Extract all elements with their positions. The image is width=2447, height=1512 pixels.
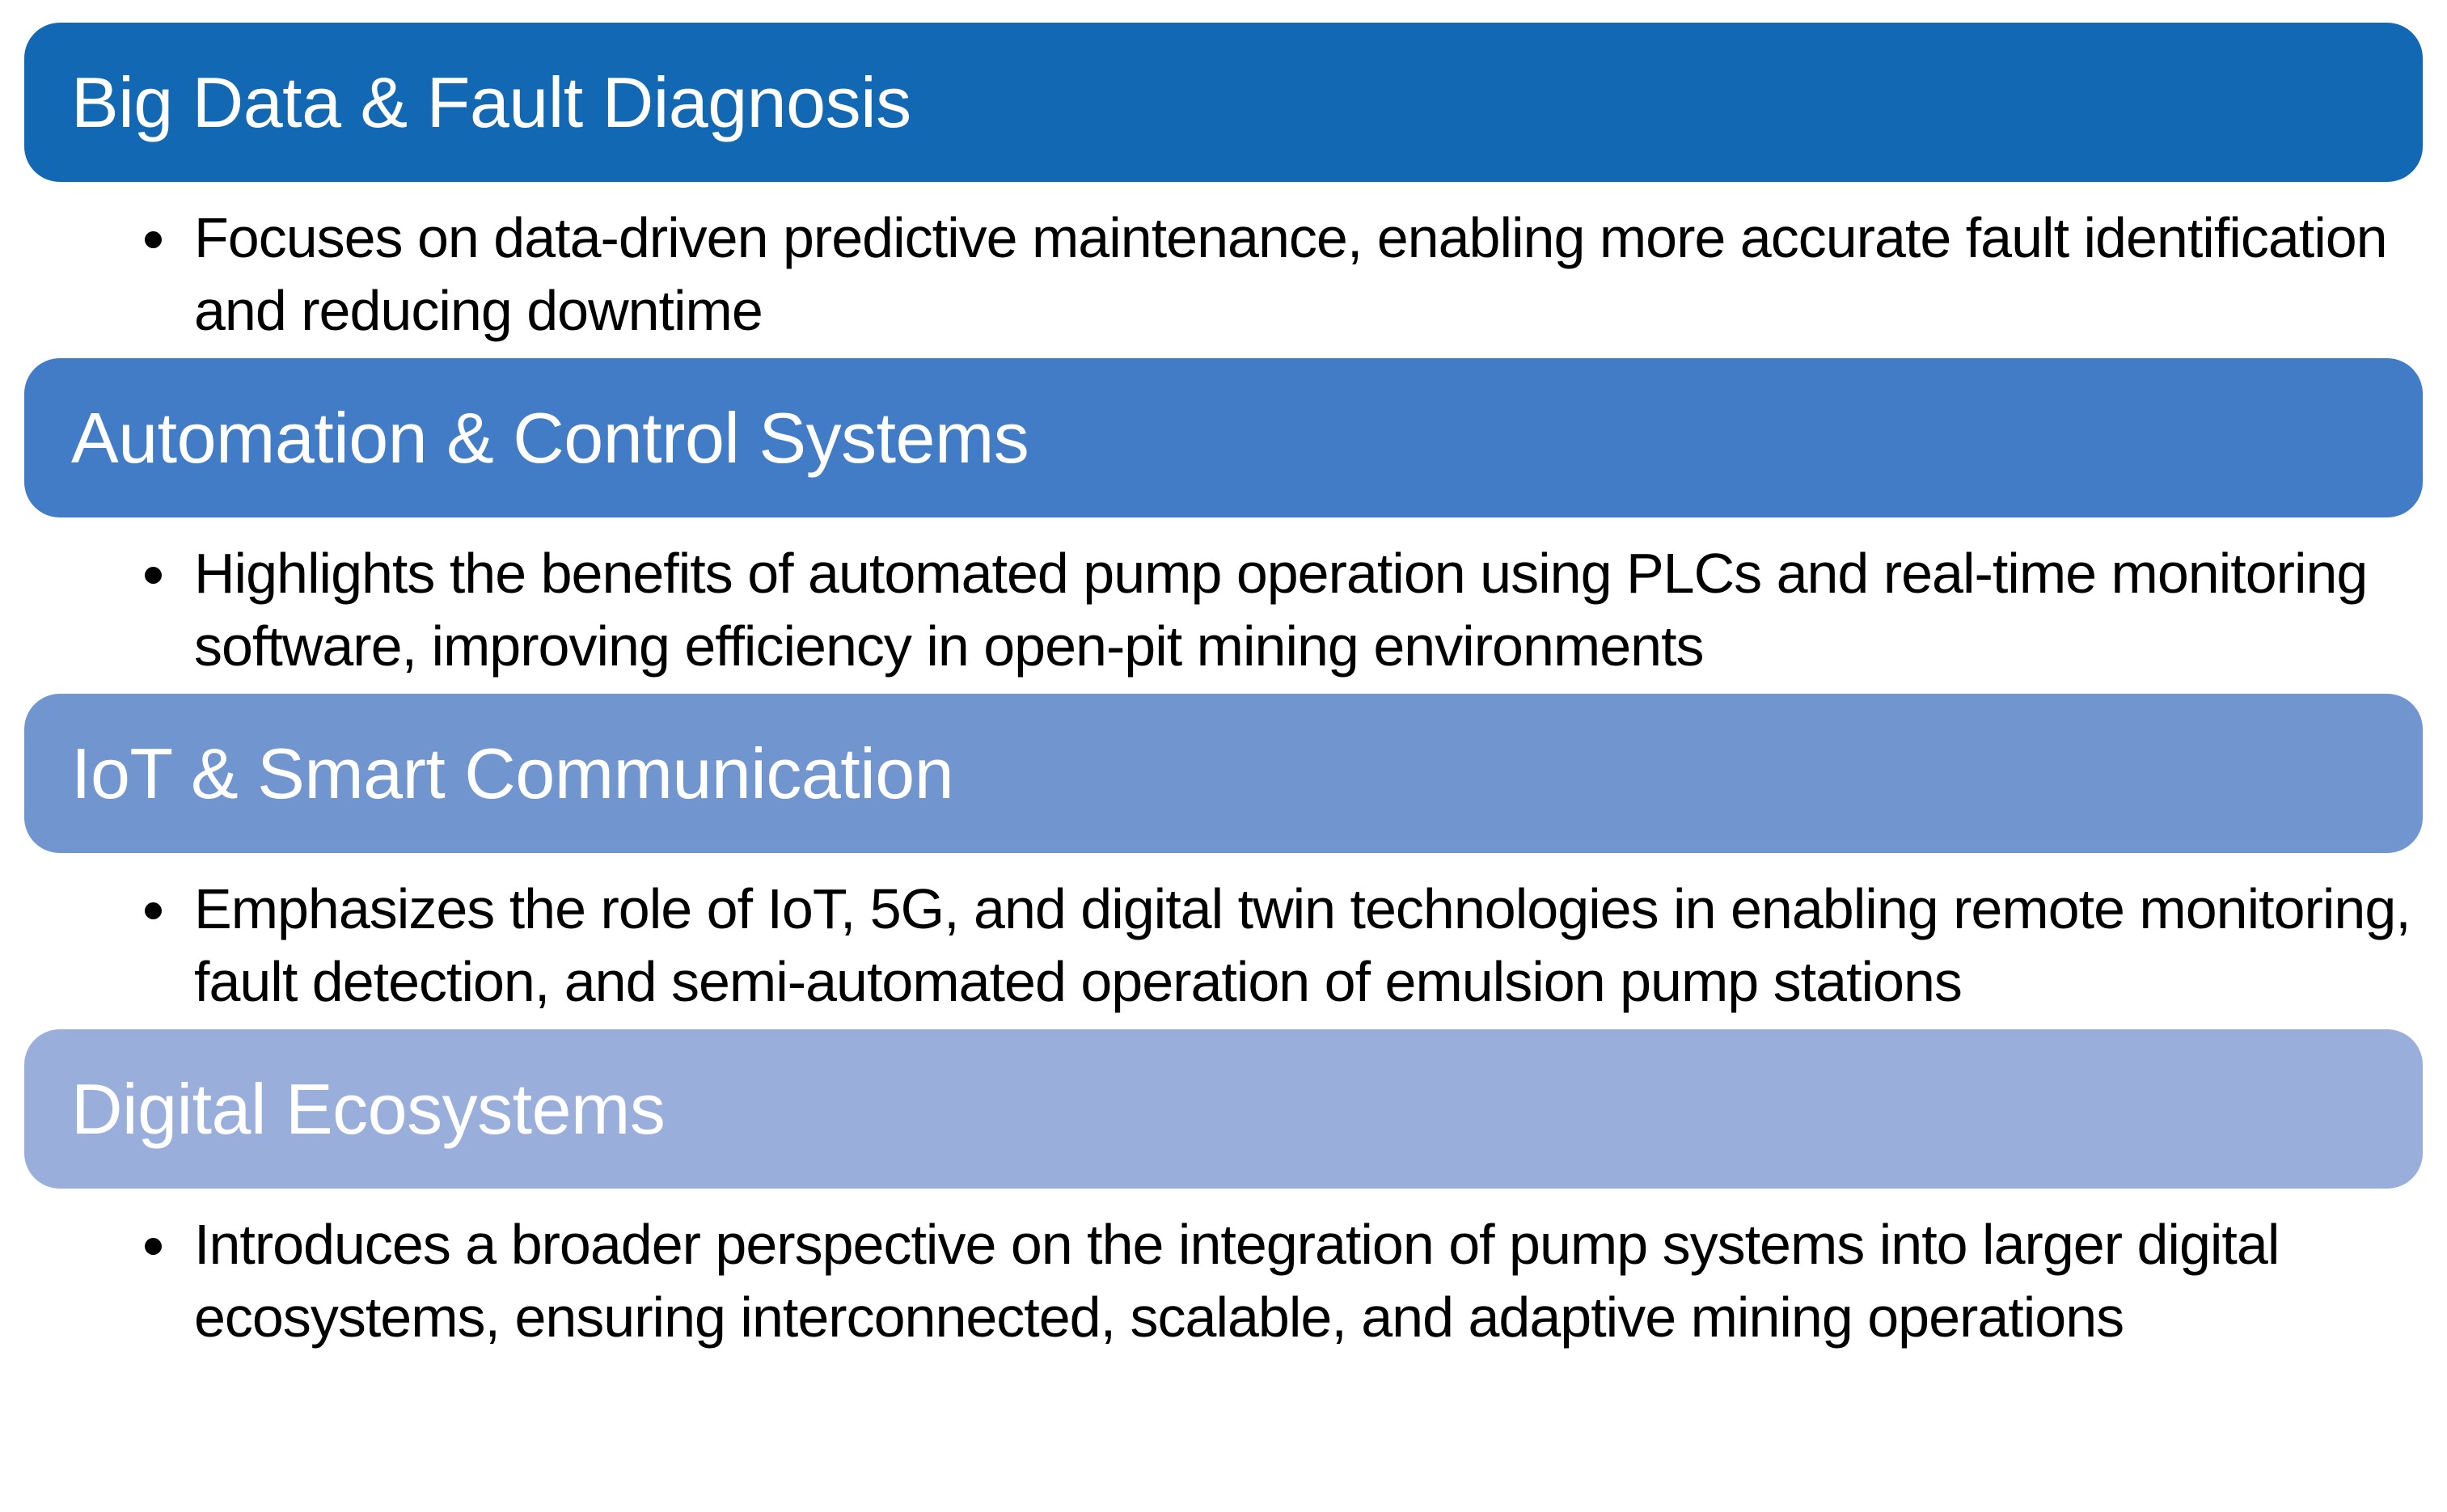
section-header-banner-automation: Automation & Control Systems	[24, 358, 2423, 517]
section-title-big-data: Big Data & Fault Diagnosis	[71, 61, 911, 142]
section-header-banner-digital-ecosystems: Digital Ecosystems	[24, 1029, 2423, 1189]
bullet-item-big-data: Focuses on data-driven predictive mainte…	[184, 201, 2423, 347]
section-title-automation: Automation & Control Systems	[71, 397, 1029, 478]
section-title-digital-ecosystems: Digital Ecosystems	[71, 1068, 666, 1149]
section-title-iot: IoT & Smart Communication	[71, 733, 954, 813]
bullet-list-big-data: Focuses on data-driven predictive mainte…	[24, 201, 2423, 347]
bullet-list-iot: Emphasizes the role of IoT, 5G, and digi…	[24, 872, 2423, 1018]
section-automation-control-systems: Automation & Control Systems Highlights …	[24, 358, 2423, 682]
section-digital-ecosystems: Digital Ecosystems Introduces a broader …	[24, 1029, 2423, 1354]
section-big-data-fault-diagnosis: Big Data & Fault Diagnosis Focuses on da…	[24, 23, 2423, 347]
section-iot-smart-communication: IoT & Smart Communication Emphasizes the…	[24, 694, 2423, 1018]
bullet-item-iot: Emphasizes the role of IoT, 5G, and digi…	[184, 872, 2423, 1018]
bullet-item-automation: Highlights the benefits of automated pum…	[184, 537, 2423, 682]
bullet-item-digital-ecosystems: Introduces a broader perspective on the …	[184, 1208, 2423, 1354]
section-header-banner-iot: IoT & Smart Communication	[24, 694, 2423, 853]
section-header-banner-big-data: Big Data & Fault Diagnosis	[24, 23, 2423, 182]
bullet-list-digital-ecosystems: Introduces a broader perspective on the …	[24, 1208, 2423, 1354]
bullet-list-automation: Highlights the benefits of automated pum…	[24, 537, 2423, 682]
